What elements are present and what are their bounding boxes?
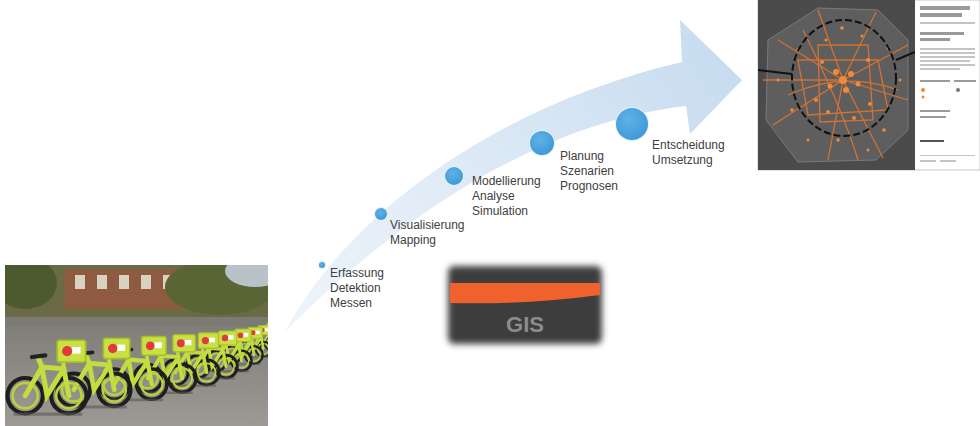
map-legend-panel [920, 6, 976, 162]
stage-marker: Modellierung Analyse Simulation [444, 166, 542, 219]
database-cylinder: GIS [440, 262, 610, 350]
cylinder-top-band [450, 283, 600, 303]
stage-label: Planung Szenarien Prognosen [560, 149, 618, 194]
stage-label: Modellierung Analyse Simulation [472, 174, 541, 219]
bike-photo [5, 265, 268, 426]
map-image [758, 0, 980, 170]
stage-dot [318, 261, 326, 269]
database-label: GIS [506, 312, 544, 338]
stage-dot [529, 130, 555, 156]
stage-label: Entscheidung Umsetzung [652, 138, 725, 168]
stage-marker: Visualisierung Mapping [374, 207, 466, 248]
stage-dot [615, 107, 649, 141]
stage-dot [374, 207, 388, 221]
stage-marker: Entscheidung Umsetzung [615, 107, 726, 168]
stage-marker: Planung Szenarien Prognosen [529, 130, 620, 194]
stage-dot [444, 166, 464, 186]
process-arrow [285, 20, 742, 332]
cylinder-body [448, 266, 602, 344]
stage-label: Erfassung Detektion Messen [330, 266, 384, 311]
stage-marker: Erfassung Detektion Messen [318, 261, 386, 311]
stage-label: Visualisierung Mapping [390, 218, 465, 248]
